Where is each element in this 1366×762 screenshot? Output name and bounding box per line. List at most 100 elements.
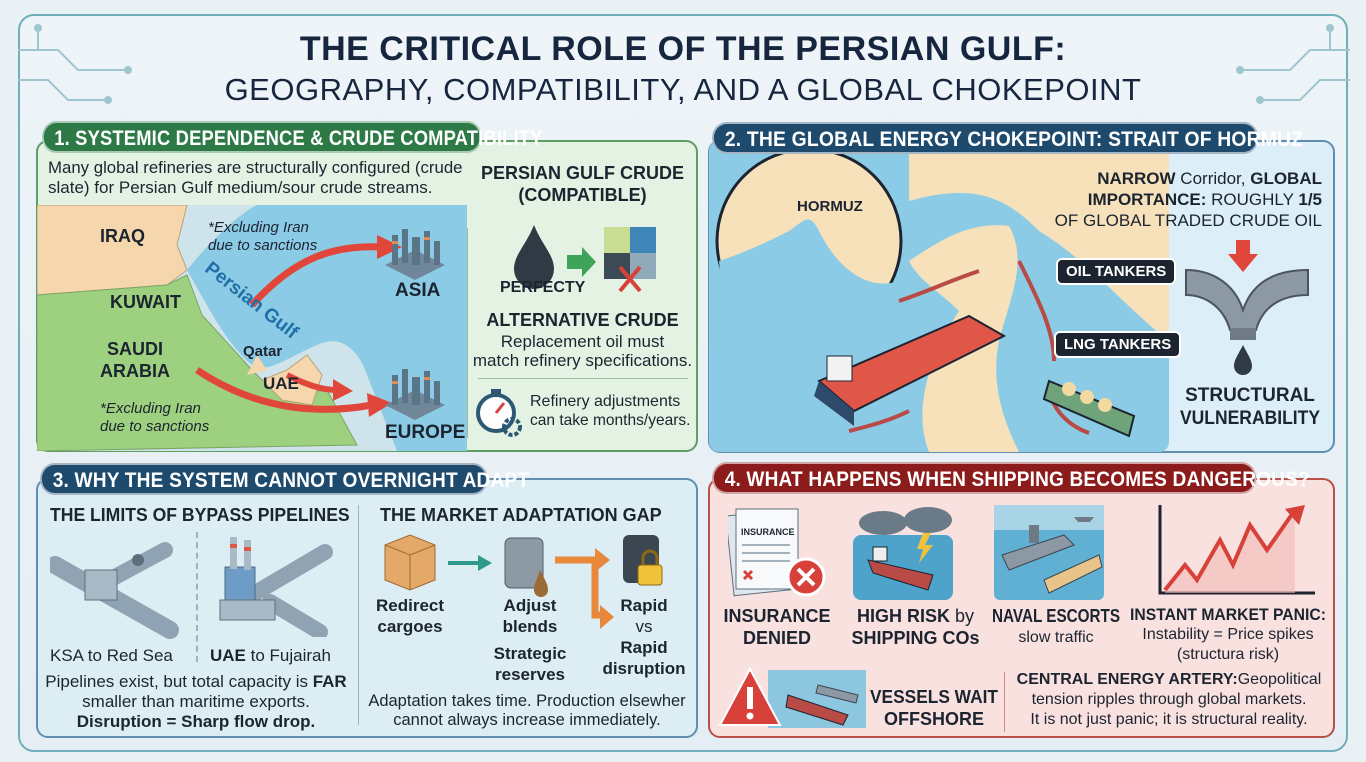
label: to Fujairah: [245, 646, 331, 665]
text-line: Refinery adjustments: [530, 393, 681, 410]
text-line: can take months/years.: [530, 412, 691, 429]
central-energy-artery-text: CENTRAL ENERGY ARTERY:Geopolitical tensi…: [1010, 670, 1328, 730]
intro-line: slate) for Persian Gulf medium/sour crud…: [48, 178, 433, 197]
text-line: tension ripples through global markets.: [1031, 691, 1307, 708]
compatible-crude-title: PERSIAN GULF CRUDE(COMPATIBLE): [470, 162, 695, 206]
divider: [358, 505, 359, 725]
saudi-line: SAUDI: [106, 339, 163, 359]
title-line: PERSIAN GULF CRUDE: [480, 163, 684, 183]
destination-europe: EUROPE: [385, 422, 466, 443]
importance-line: NARROW Corridor, GLOBAL: [1040, 168, 1322, 189]
section2-header: 2. THE GLOBAL ENERGY CHOKEPOINT: STRAIT …: [712, 122, 1303, 154]
saudi-line: ARABIA: [100, 361, 170, 381]
oil-tanker-ship: [814, 314, 1007, 426]
text: Geopolitical: [1237, 671, 1322, 688]
text-line: Replacement oil must: [500, 332, 665, 351]
market-panic-text: INSTANT MARKET PANIC:Instability = Price…: [1130, 605, 1326, 665]
naval-escorts-label: NAVAL ESCORTS slow traffic: [992, 605, 1120, 649]
circuit-decoration-right: [1236, 24, 1350, 104]
adjust-blends-label: Adjust blends: [490, 595, 570, 637]
storm-ship-icon: [853, 507, 953, 600]
label-line: OFFSHORE: [883, 709, 984, 729]
label-line: Strategic: [493, 644, 567, 663]
label-line: disruption: [602, 659, 686, 678]
label-line: HIGH RISK by: [848, 605, 983, 627]
destination-asia: ASIA: [395, 280, 441, 301]
insurance-denied-icon: INSURANCE: [728, 508, 826, 597]
page-title: THE CRITICAL ROLE OF THE PERSIAN GULF:: [299, 30, 1067, 68]
label-line: INSURANCE: [723, 606, 831, 626]
text-line: Disruption = Sharp flow drop.: [76, 712, 316, 731]
label: by: [950, 606, 975, 626]
text-line: cannot always increase immediately.: [393, 711, 661, 729]
divider: [196, 532, 198, 662]
label-line: cargoes: [377, 617, 443, 636]
label-line: Adjust: [503, 596, 557, 615]
text-bold: CENTRAL ENERGY ARTERY:: [1016, 671, 1238, 688]
lng-tankers-badge: LNG TANKERS: [1054, 331, 1182, 358]
naval-escort-icon: [994, 505, 1104, 600]
ksa-pipeline-icon: [50, 542, 179, 639]
divider: [478, 378, 688, 379]
map-label-iraq: IRAQ: [100, 226, 145, 246]
label-line: reserves: [495, 665, 565, 684]
refinery-adjustment-text: Refinery adjustments can take months/year…: [530, 392, 690, 430]
label-line: STRUCTURAL: [1185, 385, 1315, 406]
importance-line: IMPORTANCE: ROUGHLY 1/5: [1040, 189, 1322, 210]
note-line: due to sanctions: [208, 237, 318, 254]
market-gap-title: THE MARKET ADAPTATION GAP: [380, 505, 662, 525]
text: ROUGHLY: [1206, 190, 1299, 209]
divider: [467, 228, 468, 438]
text-bold: IMPORTANCE:: [1087, 190, 1207, 209]
redirect-cargoes-label: Redirect cargoes: [370, 595, 450, 637]
label-line: VULNERABILITY: [1180, 408, 1320, 429]
circuit-decoration-left: [18, 24, 132, 104]
text-line: smaller than maritime exports.: [82, 692, 310, 711]
strategic-reserves-label: Strategic reserves: [485, 643, 575, 685]
refinery-icon-asia: [385, 229, 445, 280]
label-bold: HIGH RISK: [856, 606, 950, 626]
pipelines-text: Pipelines exist, but total capacity is F…: [42, 672, 350, 732]
label-line: blends: [502, 617, 558, 636]
text-bold: NARROW: [1097, 169, 1176, 188]
text-line: Pipelines exist, but total capacity is F…: [42, 672, 350, 692]
section1-intro: Many global refineries are structurally …: [48, 158, 463, 198]
note-line: *Excluding Iran: [100, 400, 201, 417]
map-label-kuwait: KUWAIT: [110, 292, 181, 312]
label-line: VESSELS WAIT: [870, 687, 998, 707]
text-line: (structura risk): [1176, 646, 1280, 663]
uae-pipeline-icon: [219, 537, 333, 637]
label-line: SHIPPING COs: [851, 628, 980, 648]
label-line: slow traffic: [1018, 629, 1094, 646]
lng-tanker-ship: [1042, 379, 1136, 438]
text-line: CENTRAL ENERGY ARTERY:Geopolitical: [1010, 670, 1328, 690]
text: Corridor,: [1175, 169, 1251, 188]
stopwatch-gear-icon: [476, 389, 522, 437]
section3-header: 3. WHY THE SYSTEM CANNOT OVERNIGHT ADAPT: [40, 463, 529, 495]
alternative-crude-title: ALTERNATIVE CRUDE: [486, 310, 679, 330]
oil-drop-to-puzzle-icon: [514, 225, 656, 293]
text-bold: GLOBAL: [1250, 169, 1322, 188]
vessels-waiting-warning-icon: [718, 666, 866, 728]
text-line: It is not just panic; it is structural r…: [1030, 711, 1308, 728]
uae-pipeline-label: UAE to Fujairah: [210, 646, 350, 666]
chokepoint-importance-text: NARROW Corridor, GLOBAL IMPORTANCE: ROUG…: [1040, 168, 1322, 231]
market-adaptation-flow-icons: [384, 534, 663, 629]
label-line: NAVAL ESCORTS: [992, 606, 1121, 626]
ksa-pipeline-label: KSA to Red Sea: [50, 646, 173, 665]
intro-line: Many global refineries are structurally …: [48, 158, 463, 177]
text: Pipelines exist, but total capacity is: [45, 672, 313, 691]
label-line: DENIED: [742, 628, 811, 648]
oil-tankers-badge: OIL TANKERS: [1056, 258, 1177, 285]
label-line: Redirect: [375, 596, 445, 615]
note-line: *Excluding Iran: [208, 219, 309, 236]
